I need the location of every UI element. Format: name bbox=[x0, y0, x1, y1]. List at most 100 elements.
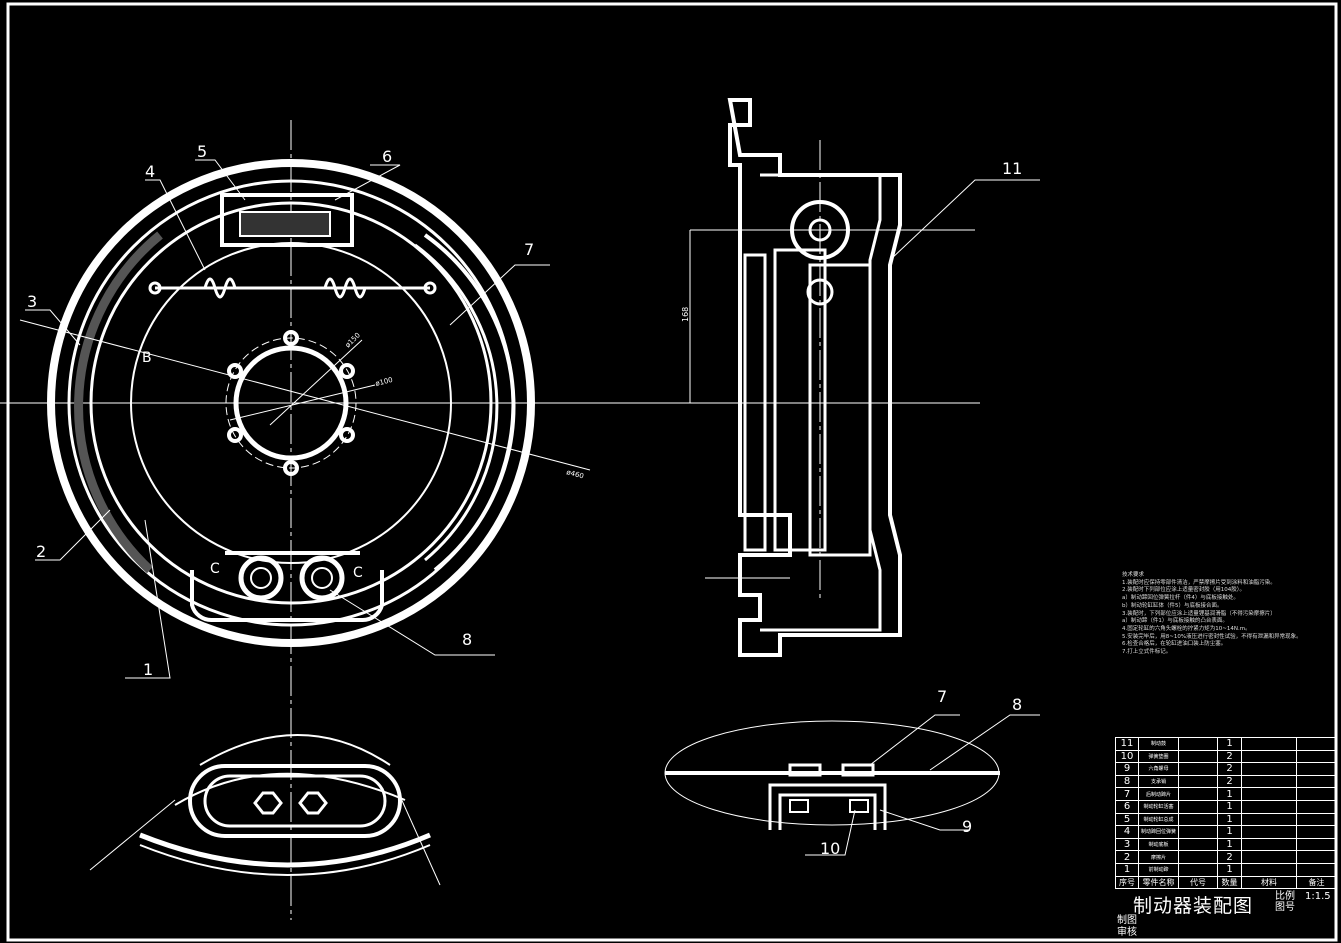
section-mark-b: B bbox=[142, 350, 152, 366]
note-line: 7.打上立式件标记。 bbox=[1122, 649, 1172, 656]
bom-cell-qty: 2 bbox=[1217, 749, 1242, 764]
friction-lining-left bbox=[74, 231, 163, 574]
bom-cell-remark bbox=[1296, 737, 1337, 751]
side-label-9: 9 bbox=[962, 817, 972, 836]
bom-cell-remark bbox=[1296, 812, 1337, 827]
bom-cell-no: 4 bbox=[1115, 825, 1139, 839]
dim-d100: ø100 bbox=[375, 376, 394, 388]
drawing-no-label: 图号 bbox=[1275, 902, 1295, 913]
bom-cell-qty: 1 bbox=[1217, 737, 1242, 751]
return-spring bbox=[203, 277, 367, 299]
bom-cell-remark bbox=[1296, 799, 1337, 814]
label-5: 5 bbox=[197, 142, 207, 161]
bom-cell-qty: 2 bbox=[1217, 774, 1242, 789]
label-6: 6 bbox=[382, 147, 392, 166]
bom-cell-no: 2 bbox=[1115, 850, 1139, 864]
bom-cell-no: 7 bbox=[1115, 787, 1139, 801]
bom-cell-code bbox=[1178, 737, 1218, 751]
drawn-label: 制图 bbox=[1117, 915, 1137, 926]
bom-cell-qty: 1 bbox=[1217, 862, 1242, 877]
label-8: 8 bbox=[462, 630, 472, 649]
side-view bbox=[689, 98, 1040, 657]
bom-cell-material bbox=[1241, 799, 1297, 814]
detail-view-left bbox=[89, 734, 441, 886]
bom-cell-name: 支承销 bbox=[1138, 774, 1179, 789]
bom-cell-material bbox=[1241, 837, 1297, 852]
hub-circle bbox=[233, 345, 349, 461]
bom-cell-remark bbox=[1296, 837, 1337, 852]
bom-cell-no: 5 bbox=[1115, 812, 1139, 827]
brake-drum-ring bbox=[47, 159, 535, 647]
bom-cell-code bbox=[1178, 812, 1218, 827]
note-line: 5.安装完毕后，用8~10%液压进行密封性试验，不得有泄漏和异常现象。 bbox=[1122, 633, 1302, 640]
checked-label: 审核 bbox=[1117, 927, 1137, 938]
bom-cell-material bbox=[1241, 749, 1297, 764]
bom-cell-no: 1 bbox=[1115, 862, 1139, 877]
header-code: 代号 bbox=[1178, 875, 1218, 890]
bom-cell-material bbox=[1241, 787, 1297, 801]
bom-cell-remark bbox=[1296, 825, 1337, 839]
note-line: 4.固定轮缸的六角头螺栓的拧紧力矩为10~14N.m。 bbox=[1122, 625, 1251, 632]
bom-cell-code bbox=[1178, 799, 1218, 814]
section-mark-c2: C bbox=[353, 565, 363, 581]
bom-cell-name: 六角螺母 bbox=[1138, 762, 1179, 776]
bom-cell-name: 前制动蹄 bbox=[1138, 862, 1179, 877]
note-line: 1.装配时应保持零部件清洁，严禁摩擦片受到涂料和油脂污染。 bbox=[1122, 579, 1276, 586]
bom-cell-name: 后制动蹄片 bbox=[1138, 787, 1179, 801]
bom-cell-code bbox=[1178, 850, 1218, 864]
scale-label: 比例 bbox=[1275, 891, 1295, 902]
label-7: 7 bbox=[524, 240, 534, 259]
scale-value: 1:1.5 bbox=[1305, 891, 1331, 902]
header-remark: 备注 bbox=[1296, 875, 1337, 890]
bom-cell-material bbox=[1241, 825, 1297, 839]
note-line: 3.装配时，下列部位应涂上适量锂基润滑脂（不得污染摩擦片） bbox=[1122, 610, 1276, 617]
bom-cell-remark bbox=[1296, 774, 1337, 789]
side-label-10: 10 bbox=[820, 839, 840, 858]
header-no: 序号 bbox=[1115, 875, 1139, 890]
bom-cell-code bbox=[1178, 837, 1218, 852]
bom-cell-qty: 2 bbox=[1217, 850, 1242, 864]
section-mark-c1: C bbox=[210, 561, 220, 577]
bom-cell-no: 6 bbox=[1115, 799, 1139, 814]
bom-cell-material bbox=[1241, 850, 1297, 864]
bom-cell-no: 9 bbox=[1115, 762, 1139, 776]
scale-labels: 比例 图号 bbox=[1275, 891, 1295, 913]
wheel-cylinder bbox=[220, 193, 354, 247]
title-block: 制动器装配图 比例 图号 1:1.5 制图 审核 bbox=[1115, 889, 1336, 940]
header-material: 材料 bbox=[1241, 875, 1297, 890]
dim-d150: ø150 bbox=[344, 331, 362, 349]
bom-header-row: 序号 零件名称 代号 数量 材料 备注 bbox=[1115, 875, 1337, 890]
rear-shoe bbox=[423, 233, 516, 572]
label-3: 3 bbox=[27, 292, 37, 311]
bom-cell-remark bbox=[1296, 787, 1337, 801]
note-line: a）制动蹄回位弹簧拉杆（件4）与底板接触处。 bbox=[1122, 595, 1239, 602]
bom-cell-no: 11 bbox=[1115, 737, 1139, 751]
label-11: 11 bbox=[1002, 159, 1022, 178]
bom-cell-code bbox=[1178, 862, 1218, 877]
bom-cell-material bbox=[1241, 737, 1297, 751]
bom-cell-qty: 1 bbox=[1217, 787, 1242, 801]
bom-cell-material bbox=[1241, 812, 1297, 827]
bom-cell-code bbox=[1178, 774, 1218, 789]
bom-cell-name: 制动轮缸总成 bbox=[1138, 812, 1179, 827]
drawing-title: 制动器装配图 bbox=[1133, 895, 1254, 917]
bom-cell-name: 制动底板 bbox=[1138, 837, 1179, 852]
label-4: 4 bbox=[145, 162, 155, 181]
header-qty: 数量 bbox=[1217, 875, 1242, 890]
bom-cell-remark bbox=[1296, 762, 1337, 776]
side-label-8: 8 bbox=[1012, 695, 1022, 714]
bom-cell-qty: 1 bbox=[1217, 825, 1242, 839]
bom-cell-material bbox=[1241, 762, 1297, 776]
header-name: 零件名称 bbox=[1138, 875, 1179, 890]
note-line: 6.检查合格后，在轮缸进油口装上防尘塞。 bbox=[1122, 641, 1227, 648]
